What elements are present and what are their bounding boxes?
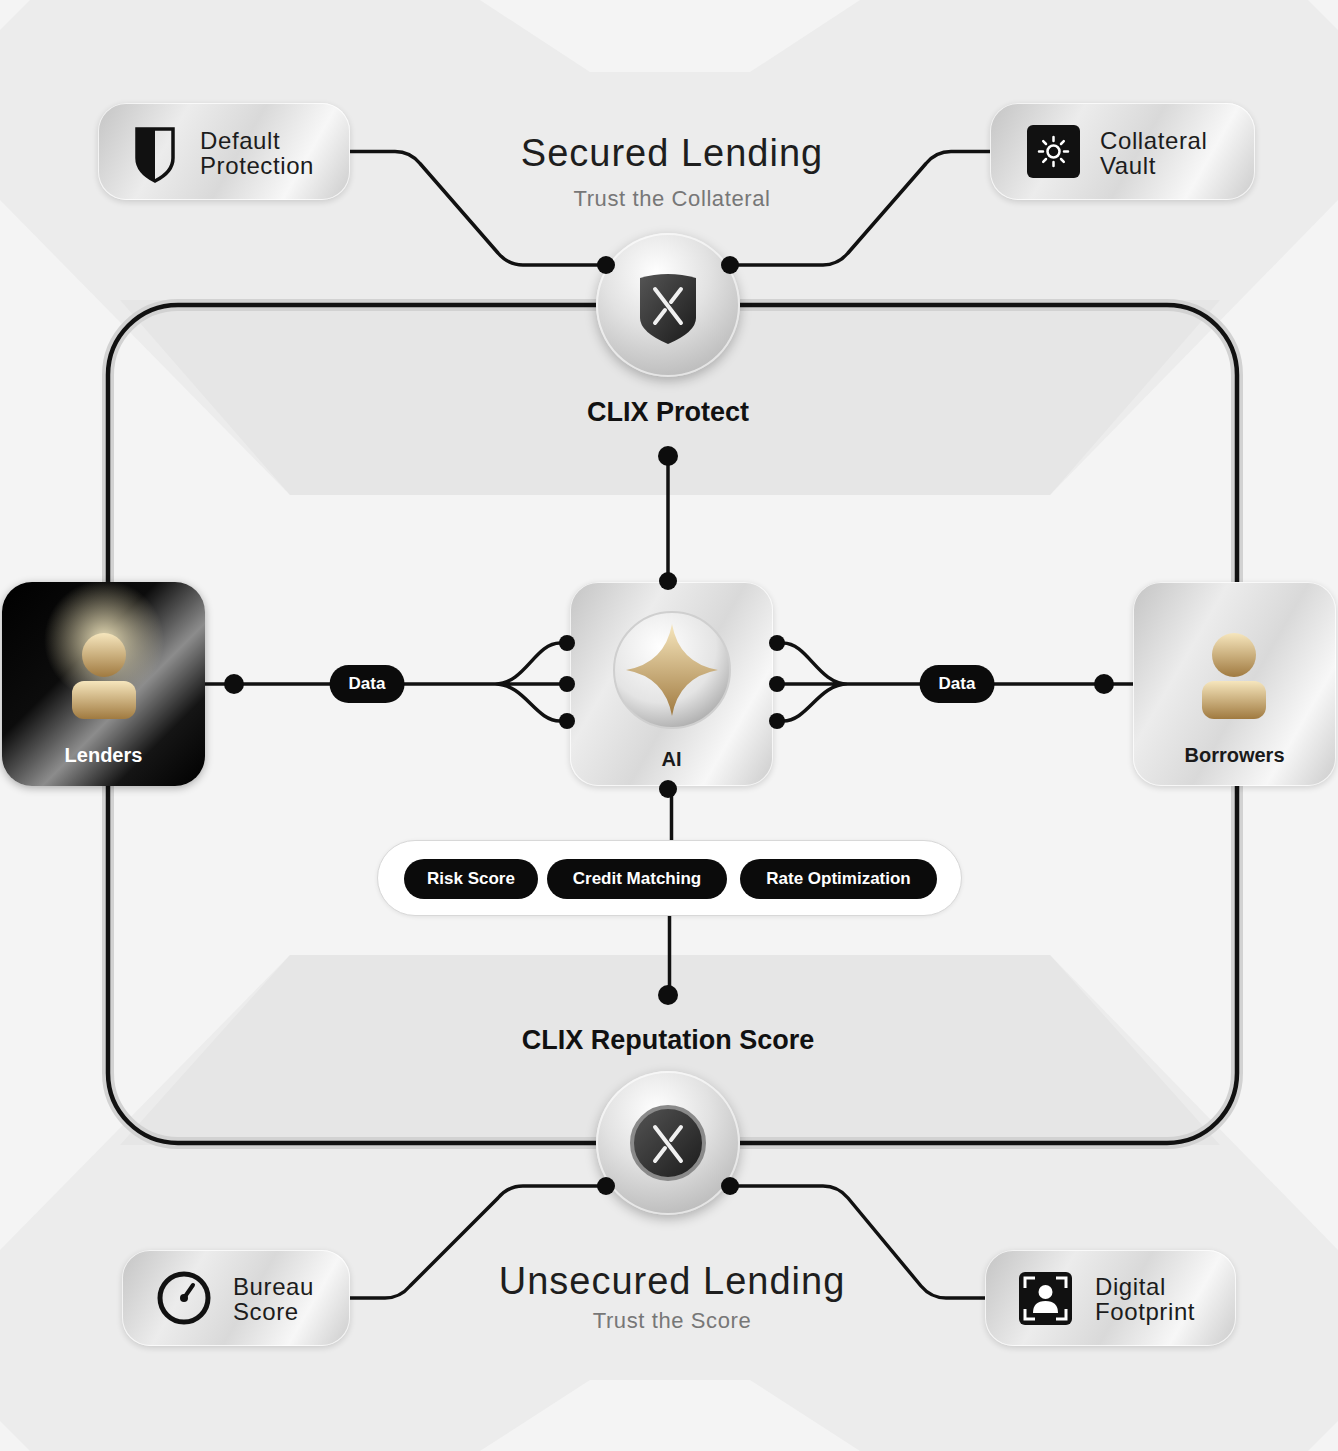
lender-head [82, 633, 126, 677]
connector-line [350, 152, 606, 266]
badge-title: CLIX Reputation Score [478, 1023, 858, 1057]
junction-dot [769, 676, 785, 692]
junction-dot [659, 780, 677, 798]
feature-label: Digital Footprint [1095, 1274, 1227, 1324]
engine-label: AI [570, 746, 773, 772]
connector [740, 305, 1237, 582]
borrower-head [1212, 633, 1256, 677]
protect-logo-badge [640, 274, 696, 344]
junction-dot [559, 713, 575, 729]
protect-logo-mark [655, 289, 681, 323]
party-box: Lenders [2, 582, 205, 786]
party-box: Borrowers [1133, 582, 1336, 786]
connector [350, 1186, 606, 1298]
connector [730, 152, 990, 266]
badge-disc [596, 1071, 740, 1215]
footprint-body [1033, 1301, 1058, 1313]
reputation-logo-mark [655, 1127, 681, 1161]
feature-label: Bureau Score [233, 1274, 345, 1324]
lender-glow [44, 580, 164, 700]
connector [730, 1186, 985, 1298]
junction-dot [769, 713, 785, 729]
vault-icon-core [1048, 146, 1060, 158]
connector-line [730, 152, 990, 266]
party-label: Lenders [2, 742, 205, 768]
gauge-needle [184, 1285, 193, 1298]
gauge-hub [180, 1294, 188, 1302]
junction-dot [559, 676, 575, 692]
junction-dot [559, 635, 575, 651]
junction-dot [597, 256, 615, 274]
feature-pill: Default Protection [98, 103, 350, 200]
connector [350, 152, 606, 266]
connector [671, 786, 672, 840]
connector [668, 456, 669, 582]
capability-tag: Credit Matching [547, 859, 727, 899]
connector-line [205, 643, 570, 721]
feature-label: Default Protection [200, 128, 340, 178]
feature-label: Collateral Vault [1100, 128, 1240, 178]
feature-pill: Bureau Score [122, 1250, 350, 1346]
footprint-icon [1019, 1272, 1072, 1325]
connector [669, 916, 670, 995]
shield-icon-fill [137, 129, 155, 181]
product-badge: CLIX Reputation Score [478, 995, 858, 1215]
junction-dots [224, 256, 1114, 1195]
connector-line [730, 1186, 985, 1298]
ai-orb [614, 612, 730, 728]
connector [108, 305, 596, 582]
tag-label: Risk Score [404, 859, 538, 899]
vault-icon-rays [1039, 137, 1068, 166]
connector-line [108, 305, 596, 582]
connector-line [350, 1186, 606, 1298]
section-title: Unsecured Lending [372, 1258, 972, 1304]
product-badge: CLIX Protect [560, 233, 776, 456]
capability-tag: Risk Score [404, 859, 538, 899]
connector [773, 643, 1133, 721]
footprint-head [1039, 1285, 1053, 1299]
reputation-logo-ring [632, 1107, 704, 1179]
junction-dot [597, 1177, 615, 1195]
junction-dot [658, 446, 678, 466]
lender-body [72, 681, 136, 719]
party-label: Borrowers [1133, 742, 1336, 768]
section-title: Secured Lending [372, 130, 972, 176]
junction-dot [658, 985, 678, 1005]
engine-box: AI [570, 582, 773, 786]
junction-dot [721, 256, 739, 274]
footprint-frame [1025, 1278, 1066, 1319]
top-panel [0, 0, 1338, 495]
junction-dot [224, 674, 244, 694]
junction-dot [1094, 674, 1114, 694]
connector-line [668, 916, 672, 995]
junction-dot [659, 572, 677, 590]
connector-line [666, 456, 670, 582]
shield-icon [137, 129, 173, 181]
section-subtitle: Trust the Collateral [372, 185, 972, 213]
connector [205, 643, 570, 721]
connector-halo [740, 305, 1237, 582]
tag-label: Rate Optimization [740, 859, 937, 899]
badge-title: CLIX Protect [560, 395, 776, 429]
borrower-body [1202, 681, 1266, 719]
junction-dot [721, 1177, 739, 1195]
junction-dot [769, 635, 785, 651]
badge-disc [596, 233, 740, 377]
connector-line [773, 643, 1133, 721]
connector-halo [108, 305, 596, 582]
capability-tag: Rate Optimization [740, 859, 937, 899]
connector-line [740, 305, 1237, 582]
bottom-panel [0, 955, 1338, 1451]
feature-pill: Collateral Vault [990, 103, 1255, 200]
capability-tray: Risk ScoreCredit Matching Rate Optimizati… [377, 840, 962, 916]
gauge-icon [160, 1274, 208, 1322]
feature-pill: Digital Footprint [985, 1250, 1236, 1346]
section-subtitle: Trust the Score [372, 1307, 972, 1335]
ai-star [626, 624, 718, 716]
tag-label: Credit Matching [547, 859, 727, 899]
connector-line [670, 786, 674, 840]
vault-icon [1027, 125, 1080, 178]
